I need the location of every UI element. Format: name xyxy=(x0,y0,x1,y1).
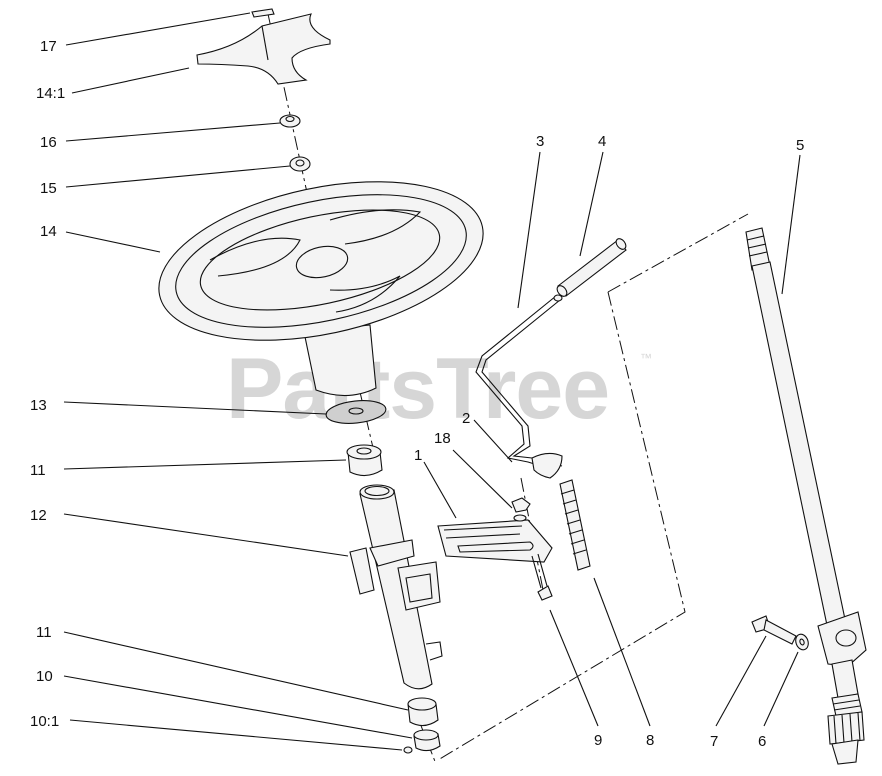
callout-11-upper: 11 xyxy=(30,462,46,479)
part-12-steering-column xyxy=(349,484,443,690)
callout-18: 18 xyxy=(434,430,451,447)
part-2-spring xyxy=(559,479,591,571)
part-6-washer xyxy=(795,633,809,651)
leader-lines xyxy=(63,12,801,751)
part-13-washer xyxy=(325,400,387,424)
callout-2: 2 xyxy=(462,410,470,427)
part-9-bolt xyxy=(531,553,553,601)
part-17-cap xyxy=(251,8,275,18)
callout-9: 9 xyxy=(594,732,602,749)
part-10-1-fitting xyxy=(403,746,413,754)
callout-8: 8 xyxy=(646,732,654,749)
callout-10: 10 xyxy=(36,668,53,685)
callout-15: 15 xyxy=(40,180,57,197)
part-3-rod xyxy=(475,294,563,479)
part-11-lower-bushing xyxy=(407,697,439,727)
callout-14: 14 xyxy=(40,223,57,240)
callout-16: 16 xyxy=(40,134,57,151)
part-15-washer xyxy=(289,156,311,172)
callout-17: 17 xyxy=(40,38,57,55)
part-4-tube-grip xyxy=(556,238,627,297)
callout-10-1: 10:1 xyxy=(30,713,59,730)
watermark-trademark: ™ xyxy=(640,351,652,365)
part-11-upper-bushing xyxy=(346,444,383,477)
part-16-nut xyxy=(279,114,301,128)
part-18-nut xyxy=(511,497,531,522)
callout-13: 13 xyxy=(30,397,47,414)
callout-1: 1 xyxy=(414,447,422,464)
part-14-1-insert xyxy=(196,13,331,85)
part-7-bolt xyxy=(751,615,797,645)
callout-12: 12 xyxy=(30,507,47,524)
part-10-bearing xyxy=(413,729,441,752)
callout-5: 5 xyxy=(796,137,804,154)
watermark-text: PartsTree xyxy=(226,341,609,437)
part-1-lever-bracket xyxy=(437,519,553,563)
part-5-steering-shaft xyxy=(745,227,867,765)
callout-labels: 17 14:1 16 15 14 13 11 12 18 1 2 3 4 5 1… xyxy=(30,38,804,750)
part-14-steering-wheel xyxy=(158,181,484,397)
callout-4: 4 xyxy=(598,133,606,150)
callout-14-1: 14:1 xyxy=(36,85,65,102)
callout-3: 3 xyxy=(536,133,544,150)
callout-6: 6 xyxy=(758,733,766,750)
callout-11-lower: 11 xyxy=(36,624,52,641)
callout-7: 7 xyxy=(710,733,718,750)
